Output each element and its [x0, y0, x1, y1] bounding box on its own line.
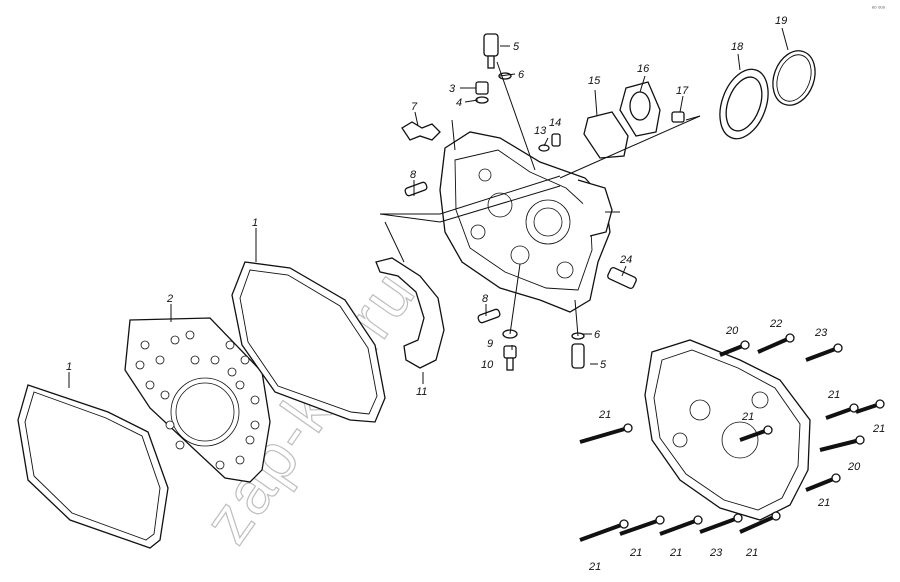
callout-16: 16	[637, 63, 650, 75]
small-hardware	[401, 33, 585, 371]
callout-21-g: 21	[629, 547, 642, 559]
gasket-right	[231, 261, 386, 423]
callout-20-top: 20	[725, 325, 739, 337]
plate-hole	[140, 340, 150, 350]
bolt-head	[855, 435, 865, 445]
callout-18: 18	[731, 41, 744, 53]
plate-hole	[155, 355, 165, 365]
separator-plate	[124, 317, 271, 483]
plate-hole	[165, 420, 175, 430]
callout-10: 10	[481, 359, 494, 371]
callout-21-d: 21	[872, 423, 885, 435]
bolt	[739, 514, 777, 534]
plate-hole	[235, 380, 245, 390]
bolt	[757, 336, 791, 354]
bolt	[579, 426, 629, 444]
callout-labels: 1 2 1 3 4 5 6 7 8 8 9 10 5 6 11 13 14 15…	[66, 15, 885, 573]
bolt-head	[785, 333, 795, 343]
plate-hole	[235, 455, 245, 465]
gasket-left	[17, 384, 169, 549]
plate-hole	[250, 395, 260, 405]
plate-hole	[145, 380, 155, 390]
callout-21-b: 21	[741, 411, 754, 423]
callout-3: 3	[449, 83, 456, 95]
plate-hole	[135, 360, 145, 370]
bolt-head	[693, 515, 703, 525]
bolt	[579, 522, 625, 542]
plate-hole	[170, 335, 180, 345]
bolt-set	[579, 333, 885, 542]
callout-8-bottom: 8	[482, 293, 489, 305]
plate-hole	[225, 340, 235, 350]
callout-2: 2	[166, 293, 173, 305]
callout-21-c: 21	[827, 389, 840, 401]
bolt-head	[619, 519, 629, 529]
plate-hole	[175, 440, 185, 450]
callout-14: 14	[549, 117, 561, 129]
plate-hole	[250, 420, 260, 430]
plate-hole	[245, 435, 255, 445]
bolt	[699, 516, 739, 534]
leader-lines	[68, 27, 789, 388]
callout-6-top: 6	[518, 69, 525, 81]
callout-21-e: 21	[817, 497, 830, 509]
callout-22: 22	[769, 318, 782, 330]
bolt-head	[831, 473, 841, 483]
callout-13: 13	[534, 125, 547, 137]
callout-21-f: 21	[588, 561, 601, 573]
callout-7: 7	[411, 101, 418, 113]
bracket-part	[375, 257, 445, 369]
bolt	[739, 428, 769, 442]
bolt-head	[740, 340, 750, 350]
bolt-head	[875, 399, 885, 409]
callout-6-bottom: 6	[594, 329, 601, 341]
bolt-head	[833, 343, 843, 353]
callout-24: 24	[619, 254, 632, 266]
callout-1-right: 1	[252, 217, 258, 229]
bolt	[819, 438, 861, 452]
callout-21-h: 21	[669, 547, 682, 559]
lower-right-housing	[644, 339, 811, 521]
plug-part	[607, 266, 637, 290]
corner-mark: ᵉᵒ ᵒᵒᵒ	[872, 6, 886, 12]
callout-23-bottom: 23	[709, 547, 723, 559]
bolt	[805, 346, 839, 362]
callout-19: 19	[775, 15, 787, 27]
callout-4: 4	[456, 97, 462, 109]
bolt-head	[771, 511, 781, 521]
bolt	[825, 406, 855, 420]
plate-hole	[190, 355, 200, 365]
bolt-head	[623, 423, 633, 433]
callout-17: 17	[676, 85, 689, 97]
callout-5-top: 5	[513, 41, 520, 53]
plate-hole	[227, 367, 237, 377]
plate-hole	[210, 355, 220, 365]
upper-right-parts	[538, 50, 816, 159]
callout-21-a: 21	[598, 409, 611, 421]
bolt	[805, 476, 837, 492]
transmission-housing	[439, 131, 613, 313]
plate-hole	[215, 460, 225, 470]
bolt-head	[763, 425, 773, 435]
plate-hole	[240, 355, 250, 365]
bolt-head	[655, 515, 665, 525]
plate-hole	[160, 390, 170, 400]
callout-9: 9	[487, 338, 493, 350]
callout-23-top: 23	[814, 327, 828, 339]
callout-1-left: 1	[66, 361, 72, 373]
plate-holes	[135, 330, 260, 470]
callout-8-top: 8	[410, 169, 417, 181]
callout-5-bottom: 5	[600, 359, 607, 371]
callout-11: 11	[416, 386, 427, 398]
bolt	[659, 518, 699, 536]
bolt	[619, 518, 661, 536]
callout-15: 15	[588, 75, 601, 87]
callout-20-bottom: 20	[847, 461, 861, 473]
bolt-head	[733, 513, 743, 523]
plate-hole	[185, 330, 195, 340]
callout-21-i: 21	[745, 547, 758, 559]
